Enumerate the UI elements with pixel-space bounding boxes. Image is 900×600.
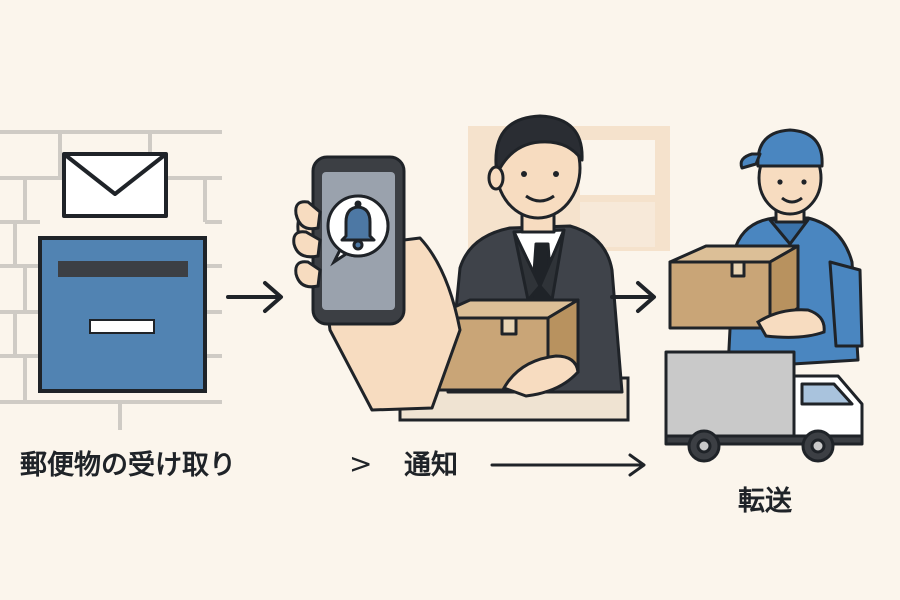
mailbox-icon	[38, 236, 207, 393]
long-arrow-right-icon	[490, 453, 646, 477]
bell-icon	[340, 200, 376, 251]
package-box-icon	[668, 244, 800, 330]
envelope-icon	[62, 152, 168, 218]
step-label-notify: 通知	[404, 450, 458, 481]
chevron-right-icon: >	[349, 447, 373, 480]
phone-fingers	[292, 200, 322, 289]
step-label-receive: 郵便物の受け取り	[20, 450, 236, 481]
businessman-hand	[501, 354, 580, 398]
arrow-right-icon	[226, 281, 283, 313]
delivery-truck-icon	[664, 350, 864, 463]
step-label-forward: 転送	[738, 486, 792, 517]
courier-hand	[755, 308, 826, 339]
arrow-right-icon	[610, 281, 656, 313]
